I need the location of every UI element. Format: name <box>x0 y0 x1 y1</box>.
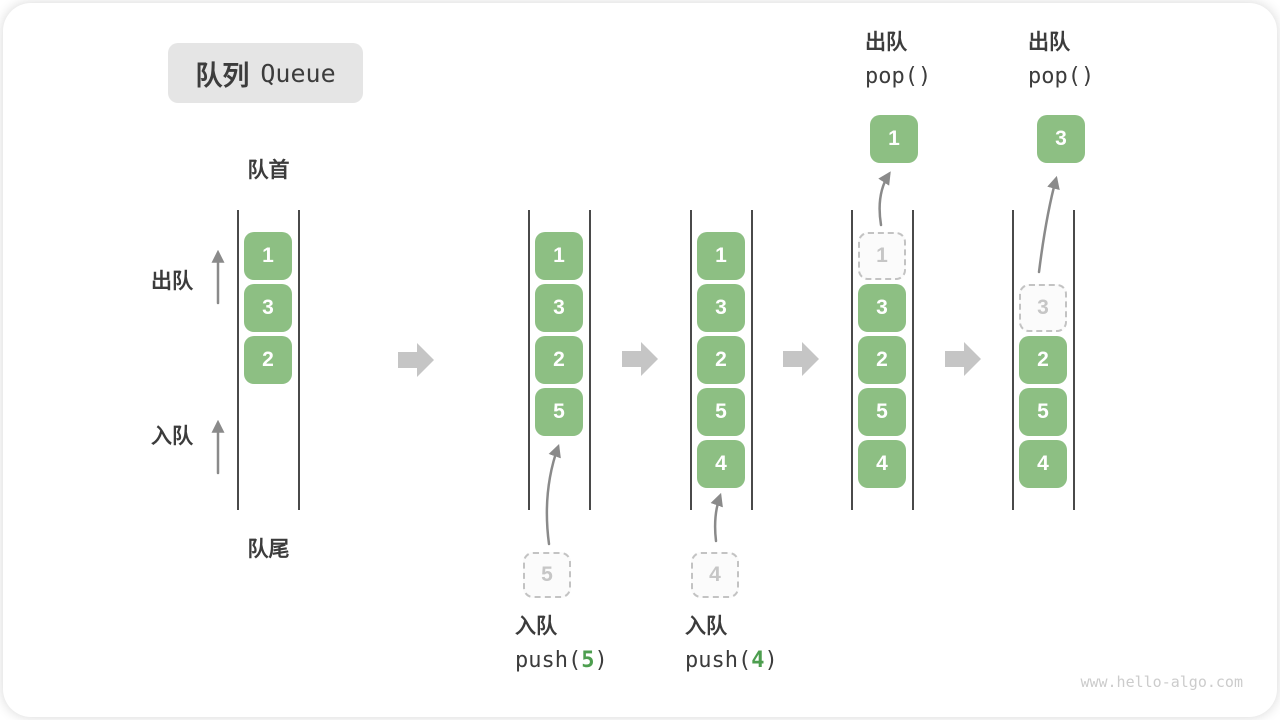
queue-item: 4 <box>858 440 906 488</box>
push5-fn: push( <box>515 648 582 673</box>
queue-item: 3 <box>858 284 906 332</box>
queue-item: 3 <box>244 284 292 332</box>
push4-code: push(4) <box>685 648 778 674</box>
push5-operation-label: 入队 push(5) <box>515 614 608 674</box>
queue-item: 5 <box>535 388 583 436</box>
push5-code: push(5) <box>515 648 608 674</box>
staged-item-4: 4 <box>691 552 739 598</box>
queue-channel-state5 <box>1012 210 1075 510</box>
queue-item: 2 <box>1019 336 1067 384</box>
queue-item: 2 <box>244 336 292 384</box>
queue-item: 5 <box>858 388 906 436</box>
label-queue-front: 队首 <box>247 159 290 182</box>
queue-item: 1 <box>697 232 745 280</box>
title-badge: 队列 Queue <box>168 43 363 103</box>
queue-item: 3 <box>697 284 745 332</box>
push4-arg: 4 <box>751 648 765 673</box>
push5-label-zh: 入队 <box>515 615 557 638</box>
popped-item-1: 1 <box>870 115 918 163</box>
queue-item: 5 <box>697 388 745 436</box>
label-dequeue-side: 出队 <box>151 270 193 293</box>
queue-channel-state3 <box>690 210 753 510</box>
queue-item: 5 <box>1019 388 1067 436</box>
queue-channel-state2 <box>528 210 591 510</box>
pop3-code: pop() <box>1028 64 1095 89</box>
pop1-label-zh: 出队 <box>865 31 907 54</box>
push4-close: ) <box>764 648 778 673</box>
diagram-card <box>3 3 1277 717</box>
queue-channel-state1 <box>237 210 300 510</box>
pop1-operation-label: 出队 pop() <box>865 30 931 90</box>
label-enqueue-side: 入队 <box>151 425 193 448</box>
queue-item: 4 <box>1019 440 1067 488</box>
ghost-item-3: 3 <box>1019 284 1067 332</box>
push5-arg: 5 <box>581 648 595 673</box>
title-zh: 队列 <box>195 60 250 91</box>
push4-label-zh: 入队 <box>685 615 727 638</box>
ghost-item-1: 1 <box>858 232 906 280</box>
push5-close: ) <box>594 648 608 673</box>
popped-item-3: 3 <box>1037 115 1085 163</box>
queue-item: 1 <box>535 232 583 280</box>
queue-item: 2 <box>697 336 745 384</box>
label-queue-rear: 队尾 <box>247 538 290 561</box>
pop1-code: pop() <box>865 64 932 89</box>
staged-item-5: 5 <box>523 552 571 598</box>
queue-item: 3 <box>535 284 583 332</box>
pop3-operation-label: 出队 pop() <box>1028 30 1094 90</box>
queue-item: 2 <box>535 336 583 384</box>
queue-item: 4 <box>697 440 745 488</box>
pop3-label-zh: 出队 <box>1028 31 1070 54</box>
push4-operation-label: 入队 push(4) <box>685 614 778 674</box>
queue-item: 1 <box>244 232 292 280</box>
queue-channel-state4 <box>851 210 914 510</box>
queue-item: 2 <box>858 336 906 384</box>
watermark: www.hello-algo.com <box>1080 673 1243 691</box>
title-en: Queue <box>260 58 336 88</box>
push4-fn: push( <box>685 648 752 673</box>
